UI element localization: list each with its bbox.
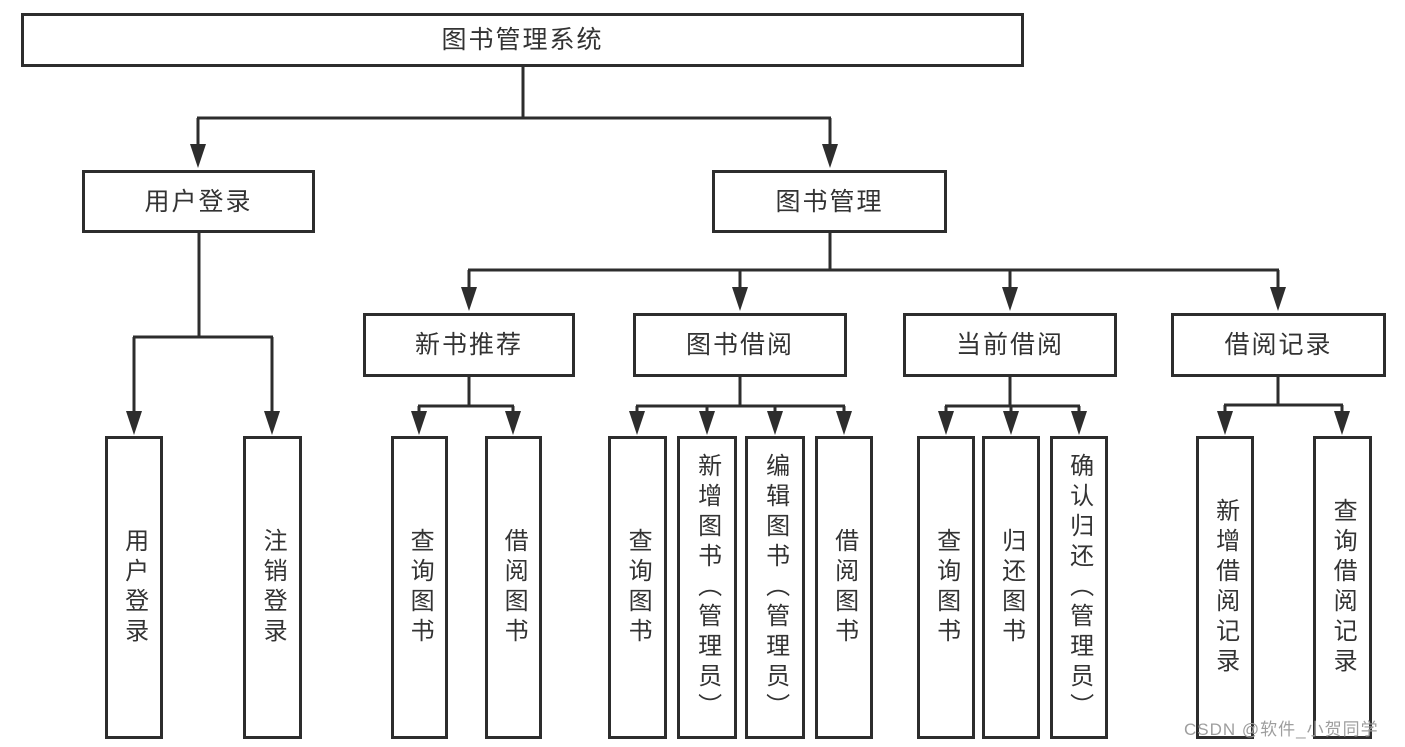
leaf-borrow-books-label: 借阅图书 [830,527,858,648]
leaf-borrow-books-recommend: 借阅图书 [485,436,542,739]
leaf-confirm-return-admin-label: 确认归还（管理员） [1065,452,1093,723]
leaf-add-books-admin-label: 新增图书（管理员） [693,452,721,723]
leaf-logout-label: 注销登录 [259,527,287,648]
leaf-confirm-return-admin: 确认归还（管理员） [1050,436,1108,739]
connector-current-to-leaves [944,375,1081,413]
leaf-return-books: 归还图书 [982,436,1040,739]
node-root-label: 图书管理系统 [441,26,604,54]
connector-bookmgmt-to-level3 [467,231,1280,289]
arrowheads [126,144,1350,435]
node-book-borrow-label: 图书借阅 [685,331,794,359]
csdn-watermark: CSDN @软件_小贺同学 [1184,720,1379,739]
connector-root-to-level2 [196,65,832,146]
node-current-borrow: 当前借阅 [903,313,1117,377]
node-current-borrow-label: 当前借阅 [955,331,1064,359]
leaf-logout: 注销登录 [243,436,302,739]
leaf-add-borrow-record: 新增借阅记录 [1196,436,1254,739]
leaf-borrow-books: 借阅图书 [815,436,873,739]
leaf-user-login: 用户登录 [105,436,163,739]
node-root-library-system: 图书管理系统 [21,13,1024,67]
leaf-query-books-borrow-label: 查询图书 [624,527,652,648]
leaf-return-books-label: 归还图书 [997,527,1025,648]
node-user-login: 用户登录 [82,170,315,233]
leaf-edit-books-admin-label: 编辑图书（管理员） [761,452,789,723]
connector-newbooks-to-leaves [417,375,515,413]
leaf-query-books-recommend: 查询图书 [391,436,448,739]
leaf-user-login-label: 用户登录 [120,527,148,648]
node-book-management-label: 图书管理 [775,187,884,216]
leaf-borrow-books-recommend-label: 借阅图书 [500,527,528,648]
leaf-query-books-current-label: 查询图书 [932,527,960,648]
leaf-query-books-borrow: 查询图书 [608,436,667,739]
connector-records-to-leaves [1223,375,1344,413]
leaf-add-borrow-record-label: 新增借阅记录 [1211,497,1239,678]
leaf-query-borrow-record: 查询借阅记录 [1313,436,1372,739]
connector-borrow-to-leaves [635,375,846,413]
leaf-query-books-recommend-label: 查询图书 [406,527,434,648]
leaf-query-books-current: 查询图书 [917,436,975,739]
node-new-book-recommend: 新书推荐 [363,313,575,377]
leaf-add-books-admin: 新增图书（管理员） [677,436,737,739]
leaf-edit-books-admin: 编辑图书（管理员） [745,436,805,739]
leaf-query-borrow-record-label: 查询借阅记录 [1329,497,1357,678]
node-borrow-records: 借阅记录 [1171,313,1386,377]
node-book-borrow: 图书借阅 [633,313,847,377]
node-user-login-label: 用户登录 [144,187,253,216]
node-new-book-recommend-label: 新书推荐 [414,331,523,359]
connector-userlogin-to-leaves [132,231,274,413]
node-book-management: 图书管理 [712,170,947,233]
node-borrow-records-label: 借阅记录 [1224,331,1333,359]
